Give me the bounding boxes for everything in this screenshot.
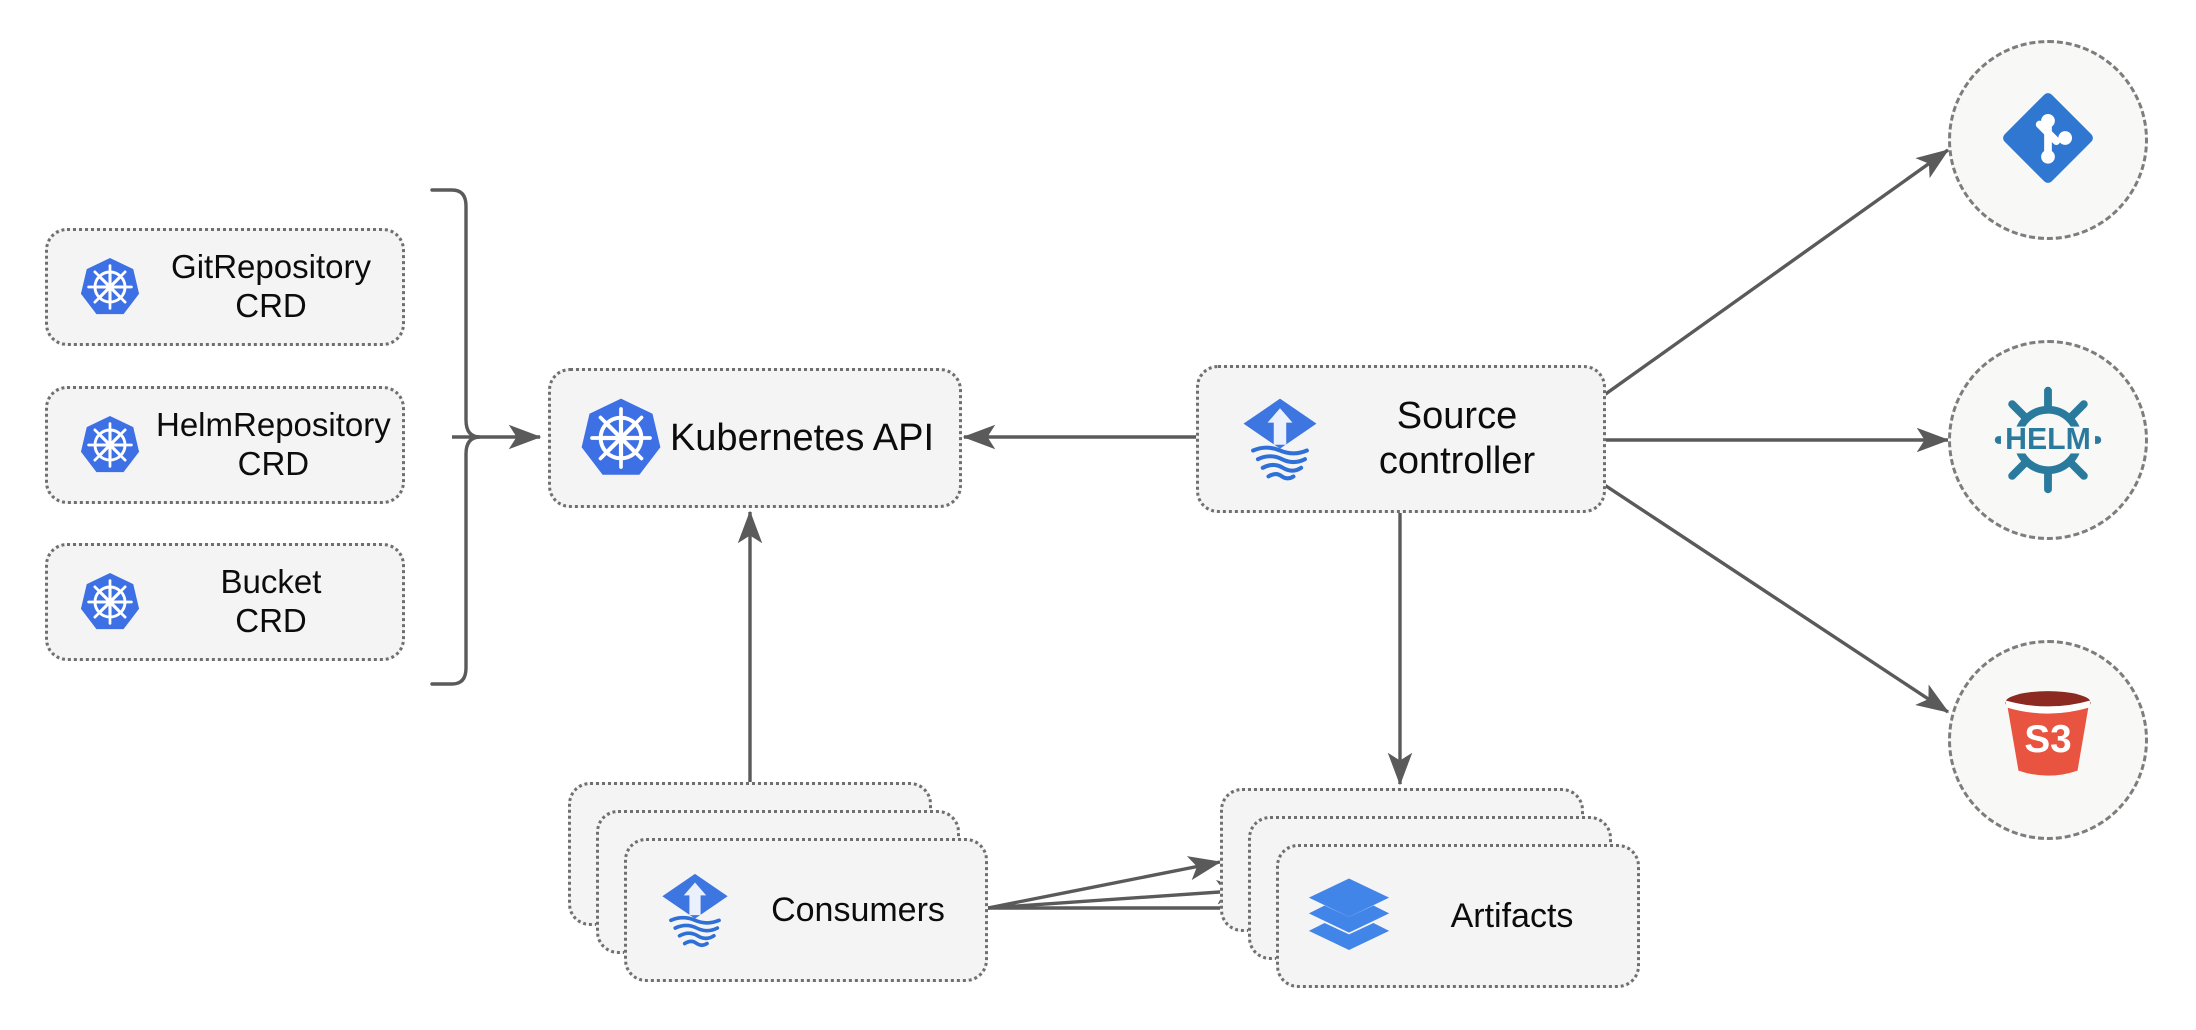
edge-consumers-to-artifacts-1 [987,856,1222,910]
stack-sheet-front: Artifacts [1276,844,1640,988]
node-artifacts[interactable]: Artifacts [1220,788,1640,988]
node-label: Consumers [771,890,945,929]
node-kubernetes-api[interactable]: Kubernetes API [548,368,962,508]
crd-box-helmrepository[interactable]: HelmRepository CRD [45,386,405,504]
flux-icon [649,867,741,953]
kubernetes-icon [64,414,156,476]
crd-box-gitrepository[interactable]: GitRepository CRD [45,228,405,346]
node-consumers[interactable]: Consumers [568,782,988,982]
crd-label: HelmRepository CRD [156,406,391,482]
layers-icon [1301,875,1397,957]
kubernetes-icon [573,396,669,480]
stack-sheet-front: Consumers [624,838,988,982]
node-label: Artifacts [1450,896,1574,935]
helm-wordmark: HELM [2005,423,2091,456]
crd-box-bucket[interactable]: Bucket CRD [45,543,405,661]
edge-source-controller-to-git [1599,148,1950,400]
edge-consumers-to-artifacts-2 [987,879,1250,910]
node-label: Source controller [1378,395,1536,482]
source-circle-s3[interactable]: S3 [1948,640,2148,840]
flux-icon [1225,391,1335,487]
crd-label: Bucket CRD [220,563,322,639]
s3-bucket-icon: S3 [1992,686,2104,795]
s3-wordmark: S3 [2024,718,2071,761]
crd-label: GitRepository CRD [171,248,371,324]
node-label: Kubernetes API [669,416,935,459]
kubernetes-icon [64,571,156,633]
helm-icon: HELM [1992,384,2104,496]
node-source-controller[interactable]: Source controller [1196,365,1606,513]
source-circle-helm[interactable]: HELM [1948,340,2148,540]
source-circle-git[interactable] [1948,40,2148,240]
kubernetes-icon [64,256,156,318]
git-icon [1996,86,2100,195]
edge-source-controller-to-s3 [1599,480,1950,714]
